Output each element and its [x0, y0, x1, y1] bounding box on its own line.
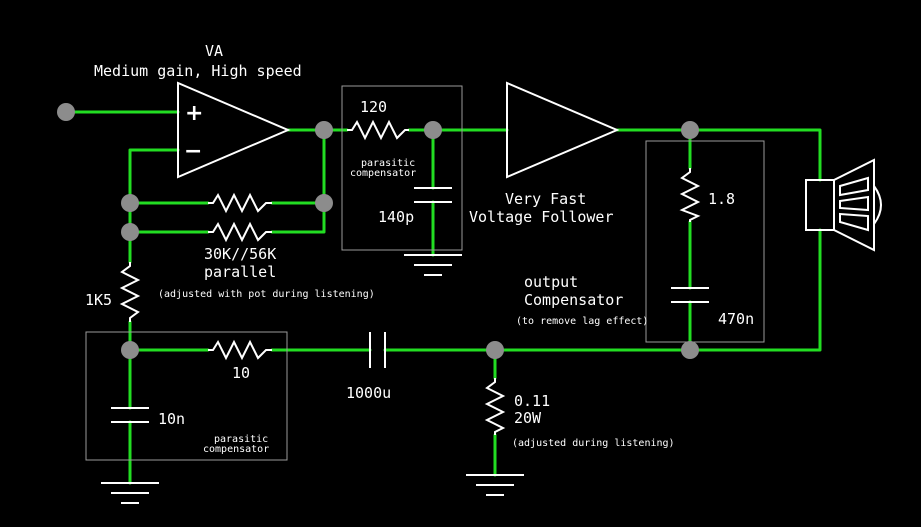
label-parallel-1: 30K//56K	[204, 245, 276, 263]
label-follower-2: Voltage Follower	[469, 208, 614, 226]
ground-symbol-sense	[466, 474, 524, 496]
label-va-title: VA	[205, 42, 223, 60]
labels: VA Medium gain, High speed 120 parasitic…	[85, 42, 754, 455]
label-output-comp-1: output	[524, 273, 578, 291]
capacitor-1000u	[369, 332, 386, 368]
label-r18: 1.8	[708, 190, 735, 208]
label-r011: 0.11	[514, 392, 550, 410]
label-r1k5: 1K5	[85, 291, 112, 309]
label-r20w: 20W	[514, 409, 542, 427]
label-c140p: 140p	[378, 208, 414, 226]
label-output-comp-note: (to remove lag effect)	[516, 316, 648, 327]
speaker-icon	[805, 158, 882, 252]
label-parasitic-top-2: compensator	[350, 168, 416, 179]
wire-inv-input	[128, 148, 180, 234]
resistor-0-11	[484, 378, 506, 435]
box-parasitic-top	[341, 85, 463, 251]
resistor-30k	[208, 192, 272, 214]
label-va-subtitle: Medium gain, High speed	[94, 62, 302, 80]
capacitor-10n	[111, 407, 149, 423]
node-zobel-bottom	[681, 341, 699, 359]
resistor-10	[208, 339, 272, 361]
box-parasitic-bottom	[85, 331, 288, 461]
opamp-va: + −	[177, 81, 291, 179]
wire-speaker-return	[493, 228, 822, 352]
resistor-56k	[208, 221, 272, 243]
label-parasitic-bot-2: compensator	[203, 444, 269, 455]
wire-feedback-bot-r	[270, 128, 326, 234]
resistor-1k5	[119, 262, 141, 322]
opamp-minus-sign: −	[184, 139, 202, 164]
capacitor-140p	[414, 187, 452, 203]
resistors	[119, 119, 701, 435]
label-parasitic-top-1: parasitic	[361, 158, 415, 169]
nodes	[57, 103, 699, 359]
node-follower-out	[681, 121, 699, 139]
label-c470n: 470n	[718, 310, 754, 328]
node-feedback-top-right	[315, 194, 333, 212]
node-feedback-top-left	[121, 194, 139, 212]
resistor-1-8	[679, 168, 701, 222]
node-r120-out	[424, 121, 442, 139]
capacitor-470n	[671, 287, 709, 303]
label-follower-1: Very Fast	[505, 190, 586, 208]
node-feedback-bot-left	[121, 223, 139, 241]
node-1k5-bottom	[121, 341, 139, 359]
resistor-120	[347, 119, 409, 141]
label-r10: 10	[232, 364, 250, 382]
node-opamp-out	[315, 121, 333, 139]
grounds	[101, 254, 524, 504]
label-parasitic-bot-1: parasitic	[214, 434, 268, 445]
voltage-follower-triangle	[506, 81, 620, 179]
node-input-terminal	[57, 103, 75, 121]
node-sense	[486, 341, 504, 359]
label-parallel-2: parallel	[204, 263, 276, 281]
label-c10n: 10n	[158, 410, 185, 428]
capacitors	[111, 187, 709, 423]
label-sense-note: (adjusted during listening)	[512, 438, 675, 449]
label-c1000u: 1000u	[346, 384, 391, 402]
ground-symbol-left	[101, 482, 159, 504]
label-output-comp-2: Compensator	[524, 291, 623, 309]
ground-symbol-top	[404, 254, 462, 276]
wire-follower-out	[615, 128, 822, 182]
box-output-compensator	[645, 140, 765, 343]
label-parallel-note: (adjusted with pot during listening)	[158, 289, 375, 300]
opamp-plus-sign: +	[185, 101, 203, 126]
label-r120: 120	[360, 98, 387, 116]
opamp-triangle	[177, 81, 291, 179]
compensator-boxes	[85, 85, 765, 461]
